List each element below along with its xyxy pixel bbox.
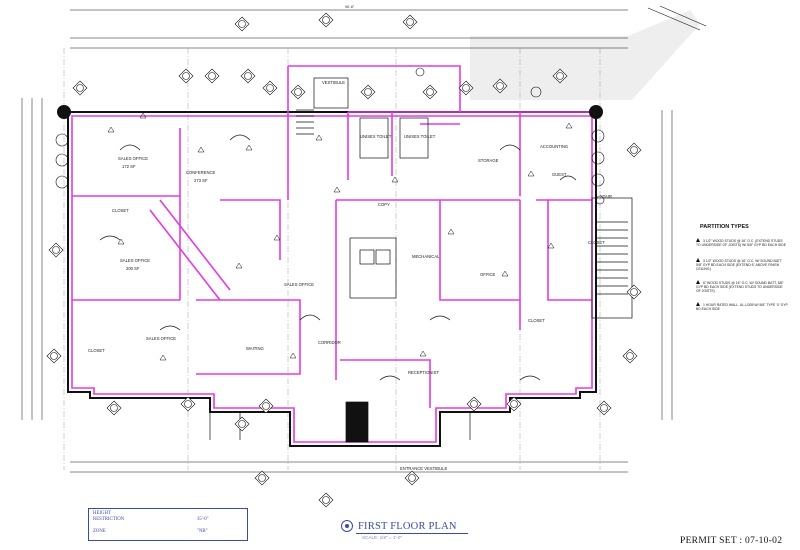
partition-type-2: 3 1/2" WOOD STUDS @ 16" O.C. W/ SOUND BA… bbox=[696, 258, 783, 272]
room-accounting: ACCOUNTING bbox=[540, 144, 568, 149]
partition-type-3: 6" WOOD STUDS @ 16" O.C. W/ SOUND BATT, … bbox=[696, 280, 784, 294]
room-closet-2: CLOSET bbox=[88, 348, 105, 353]
room-copy: COPY bbox=[378, 202, 390, 207]
room-entrance: ENTRANCE VESTIBULE bbox=[400, 466, 447, 471]
triangle-icon bbox=[696, 302, 700, 306]
partition-tags bbox=[107, 112, 573, 361]
room-sales-office-3: SALES OFFICE bbox=[146, 336, 176, 341]
room-sales-office-1: SALES OFFICE bbox=[118, 156, 148, 161]
room-conference: CONFERENCE bbox=[186, 170, 216, 175]
room-mechanical: MECHANICAL bbox=[412, 254, 440, 259]
room-storage: STORAGE bbox=[478, 158, 499, 163]
room-office: OFFICE bbox=[480, 272, 496, 277]
structural-columns bbox=[57, 105, 603, 119]
room-sales-office-2-area: 200 SF bbox=[126, 266, 140, 271]
partition-type-1: 3 1/2" WOOD STUDS @ 16" O.C. (EXTEND STU… bbox=[696, 238, 787, 248]
room-guest: GUEST bbox=[552, 172, 567, 177]
drawing-scale: SCALE: 1/8" = 1'-0" bbox=[362, 535, 403, 540]
room-closet-3: CLOSET bbox=[588, 240, 605, 245]
title-underline bbox=[356, 533, 468, 534]
room-stair: STAIR bbox=[600, 194, 612, 199]
interior-wall-outline bbox=[71, 65, 593, 443]
room-waiting: WAITING bbox=[246, 346, 264, 351]
room-unisex-toilet-2: UNISEX TOILET bbox=[404, 134, 436, 139]
title-marker-icon bbox=[341, 520, 353, 532]
permit-set-label: PERMIT SET : 07-10-02 bbox=[680, 536, 783, 546]
drawing-title: FIRST FLOOR PLAN bbox=[358, 521, 457, 532]
triangle-icon bbox=[696, 280, 700, 284]
zoning-info-box: HEIGHT RESTRICTION 35'-0" ZONE "NB" bbox=[88, 508, 248, 541]
room-reception: RECEPTIONIST bbox=[408, 370, 439, 375]
exterior-walls bbox=[67, 111, 597, 447]
zone-label: ZONE bbox=[93, 529, 106, 534]
partition-type-4: 1 HOUR RATED WALL, UL-U305 W/ 5/8" TYPE … bbox=[696, 302, 788, 312]
partition-types-title: PARTITION TYPES bbox=[700, 224, 749, 230]
room-conference-area: 273 SF bbox=[194, 178, 208, 183]
room-sales-office-4: SALES OFFICE bbox=[284, 282, 314, 287]
room-closet-1: CLOSET bbox=[112, 208, 129, 213]
zone-value: "NB" bbox=[197, 529, 208, 534]
triangle-icon bbox=[696, 238, 700, 242]
triangle-icon bbox=[696, 258, 700, 262]
height-value: 35'-0" bbox=[197, 517, 209, 522]
elevation-markers bbox=[46, 12, 642, 508]
room-unisex-toilet-1: UNISEX TOILET bbox=[360, 134, 392, 139]
landscape-shrubs bbox=[55, 67, 605, 205]
room-corridor: CORRIDOR bbox=[318, 340, 341, 345]
room-closet-4: CLOSET bbox=[528, 318, 545, 323]
height-label-1: HEIGHT bbox=[93, 511, 111, 516]
exterior-paving-area bbox=[470, 10, 700, 100]
height-label-2: RESTRICTION bbox=[93, 517, 125, 522]
room-vestibule: VESTIBULE bbox=[322, 80, 345, 85]
room-sales-office-2: SALES OFFICE bbox=[120, 258, 150, 263]
overall-dimension: 96'-8" bbox=[345, 5, 355, 9]
interior-partitions bbox=[99, 77, 633, 443]
room-sales-office-1-area: 172 SF bbox=[122, 164, 136, 169]
dimension-lines bbox=[21, 9, 673, 473]
